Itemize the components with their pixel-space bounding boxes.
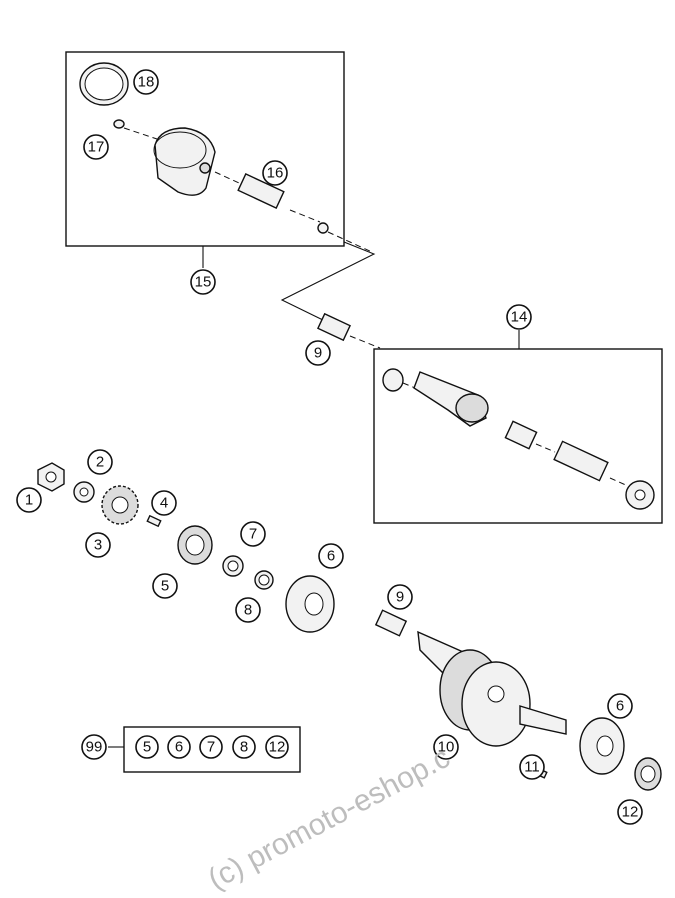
conrod-kit bbox=[382, 368, 655, 510]
svg-text:5: 5 bbox=[143, 739, 151, 756]
washer bbox=[73, 481, 95, 503]
crankshaft bbox=[417, 630, 567, 747]
svg-text:9: 9 bbox=[396, 589, 404, 606]
key bbox=[146, 514, 162, 528]
bearing-right bbox=[579, 717, 625, 775]
watermark-text: (c) promoto-eshop.c bbox=[203, 741, 456, 896]
svg-text:15: 15 bbox=[195, 274, 212, 291]
callout-7: 7 bbox=[240, 521, 266, 547]
callout-14: 14 bbox=[506, 304, 532, 330]
kit-callout-5: 5 bbox=[135, 735, 159, 759]
svg-text:4: 4 bbox=[160, 495, 168, 512]
callout-6-right: 6 bbox=[607, 693, 633, 719]
kit-callout-7: 7 bbox=[199, 735, 223, 759]
shim-7 bbox=[222, 555, 244, 577]
callout-12: 12 bbox=[617, 799, 643, 825]
svg-text:16: 16 bbox=[267, 165, 284, 182]
svg-text:3: 3 bbox=[94, 537, 102, 554]
callout-15: 15 bbox=[190, 269, 216, 295]
piston bbox=[153, 127, 216, 196]
piston-group-box bbox=[65, 51, 345, 247]
connector-line bbox=[280, 241, 376, 323]
gear bbox=[101, 485, 139, 525]
conrod-group-box bbox=[373, 348, 663, 524]
svg-text:11: 11 bbox=[524, 759, 540, 776]
piston-ring bbox=[79, 62, 129, 106]
callout-3: 3 bbox=[85, 532, 111, 558]
needle-bearing-lower bbox=[374, 609, 408, 637]
bearing-left bbox=[285, 575, 335, 633]
needle-bearing-upper bbox=[317, 312, 351, 342]
svg-text:99: 99 bbox=[86, 739, 103, 756]
callout-11: 11 bbox=[519, 754, 545, 780]
callout-1: 1 bbox=[16, 487, 42, 513]
callout-5: 5 bbox=[152, 573, 178, 599]
kit-callout-6: 6 bbox=[167, 735, 191, 759]
svg-text:2: 2 bbox=[96, 454, 104, 471]
svg-text:12: 12 bbox=[622, 804, 639, 821]
svg-text:5: 5 bbox=[161, 578, 169, 595]
callout-8: 8 bbox=[235, 597, 261, 623]
callout-17: 17 bbox=[83, 134, 109, 160]
svg-text:8: 8 bbox=[240, 739, 248, 756]
oil-seal-left bbox=[177, 525, 213, 565]
callout-9-upper: 9 bbox=[305, 340, 331, 366]
svg-text:12: 12 bbox=[269, 739, 286, 756]
shim-8 bbox=[254, 570, 274, 590]
svg-text:6: 6 bbox=[327, 548, 335, 565]
axis-dash-9 bbox=[349, 335, 381, 349]
nut bbox=[37, 462, 65, 492]
svg-text:6: 6 bbox=[616, 698, 624, 715]
svg-text:1: 1 bbox=[25, 492, 33, 509]
oil-seal-right bbox=[634, 757, 662, 791]
callout-16: 16 bbox=[262, 160, 288, 186]
svg-text:18: 18 bbox=[138, 74, 155, 91]
callout-9-lower: 9 bbox=[387, 584, 413, 610]
circlip-right bbox=[317, 222, 329, 234]
callout-18: 18 bbox=[133, 69, 159, 95]
kit-callout-8: 8 bbox=[232, 735, 256, 759]
svg-text:9: 9 bbox=[314, 345, 322, 362]
callout-99: 99 bbox=[81, 734, 107, 760]
kit-callout-12: 12 bbox=[265, 735, 289, 759]
callout-10: 10 bbox=[433, 734, 459, 760]
piston-pin bbox=[237, 173, 285, 209]
kit-box bbox=[123, 726, 301, 773]
svg-text:17: 17 bbox=[88, 139, 105, 156]
svg-text:6: 6 bbox=[175, 739, 183, 756]
circlip-left bbox=[113, 119, 125, 129]
svg-text:8: 8 bbox=[244, 602, 252, 619]
svg-text:14: 14 bbox=[511, 309, 528, 326]
callout-2: 2 bbox=[87, 449, 113, 475]
callout-6-left: 6 bbox=[318, 543, 344, 569]
callout-4: 4 bbox=[151, 490, 177, 516]
svg-text:7: 7 bbox=[249, 526, 257, 543]
svg-text:10: 10 bbox=[438, 739, 455, 756]
svg-text:7: 7 bbox=[207, 739, 215, 756]
